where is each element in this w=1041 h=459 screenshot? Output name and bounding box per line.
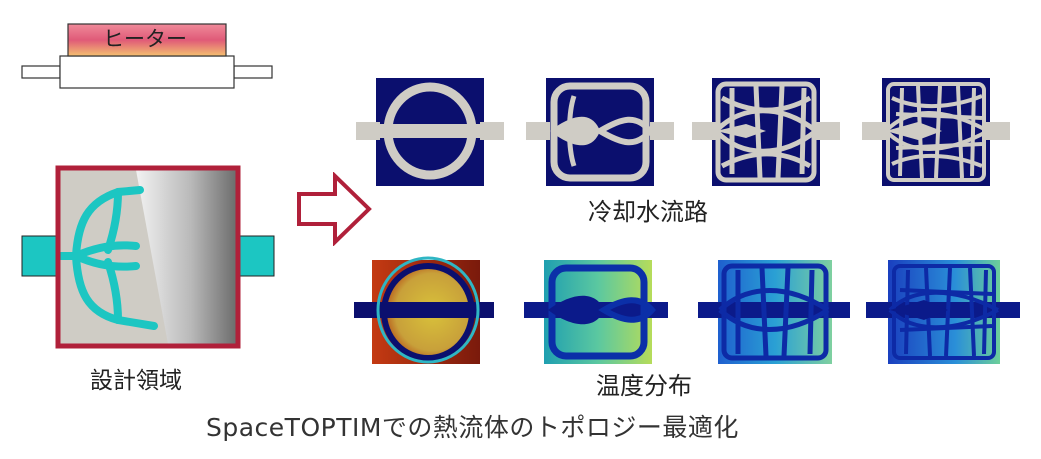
channel-pattern <box>54 186 158 330</box>
caption: SpaceTOPTIMでの熱流体のトポロジー最適化 <box>206 413 739 442</box>
temperature-panel-4 <box>866 260 1020 364</box>
design-frame <box>55 165 241 349</box>
heater-body <box>59 55 235 89</box>
cooling-channel-panel-1 <box>356 78 504 186</box>
cooling-channel-panel-2 <box>526 78 674 186</box>
cooling-channel-row <box>356 78 1010 186</box>
temperature-label: 温度分布 <box>596 372 692 400</box>
cooling-channel-label: 冷却水流路 <box>588 198 708 226</box>
cooling-channel-panel-4 <box>862 78 1010 186</box>
design-domain-label: 設計領域 <box>90 368 182 394</box>
temperature-panel-3 <box>698 260 850 364</box>
temperature-panel-1 <box>354 256 494 364</box>
temperature-row <box>354 256 1020 364</box>
outlet-pipe <box>237 235 275 277</box>
heater-label: ヒーター <box>103 27 187 51</box>
arrow-icon <box>297 172 372 246</box>
pipe-outlet <box>233 65 273 79</box>
heater-schematic <box>21 23 273 89</box>
pipe-inlet <box>21 65 61 79</box>
design-domain-diagram <box>21 165 275 349</box>
heater-element <box>67 23 227 57</box>
inlet-pipe <box>21 235 59 277</box>
solid-half <box>136 170 236 344</box>
cooling-channel-panel-3 <box>692 78 840 186</box>
temperature-panel-2 <box>524 260 668 364</box>
